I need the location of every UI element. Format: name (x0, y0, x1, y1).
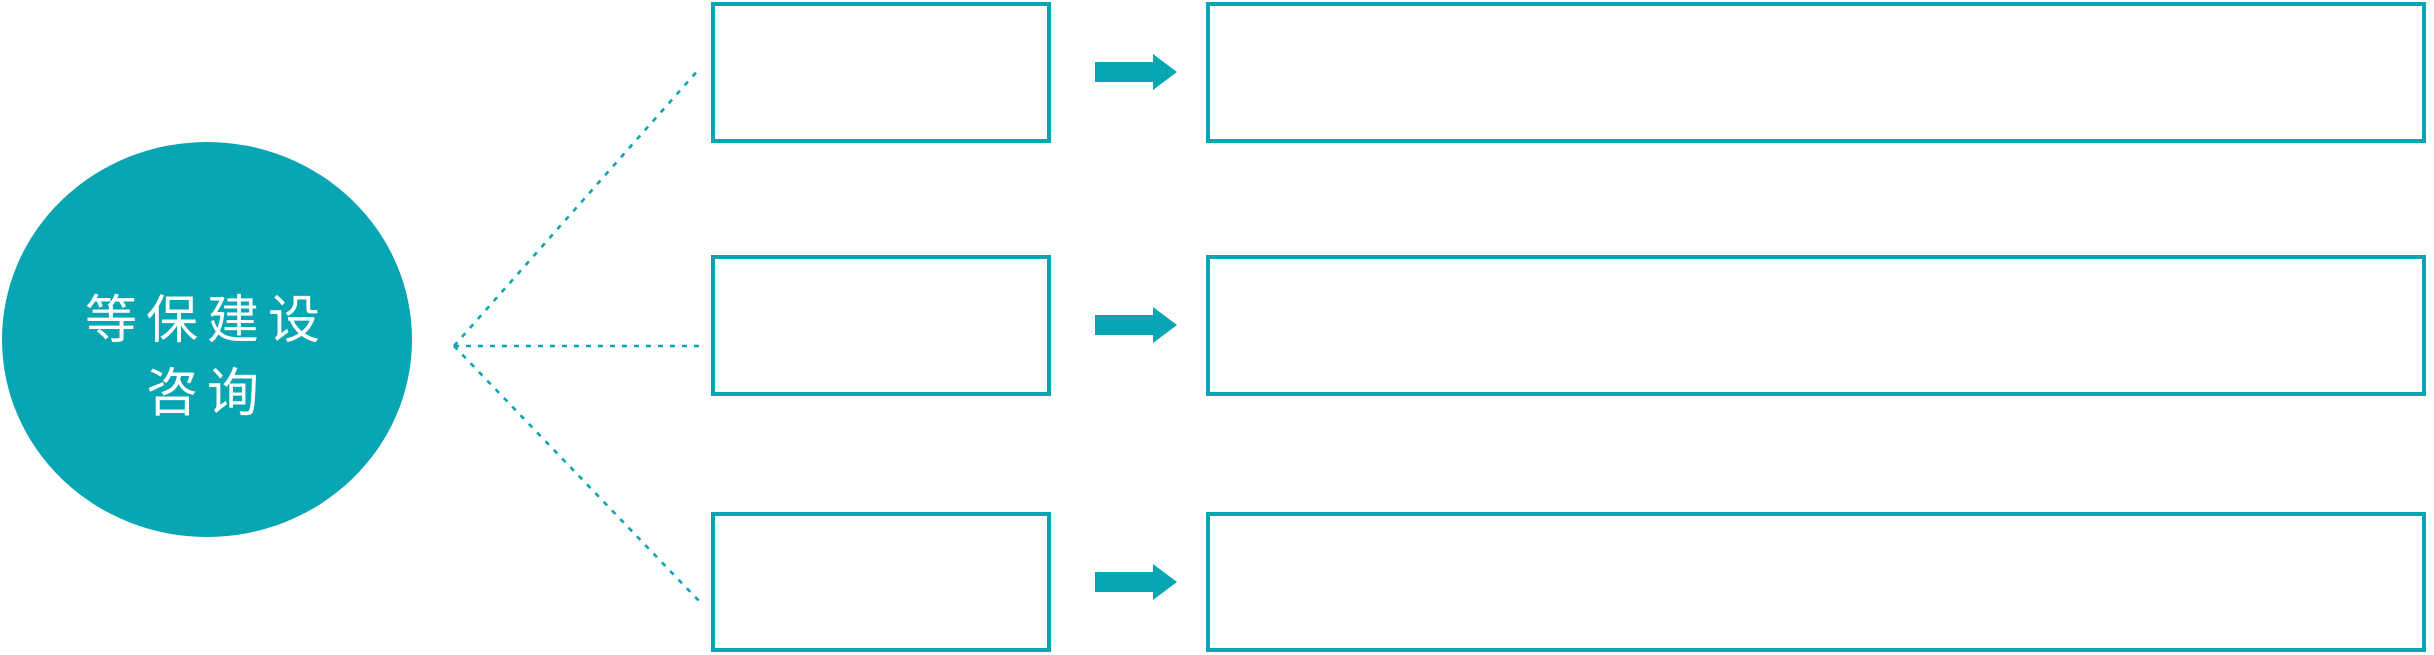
detail-box-bottom (1206, 512, 2426, 652)
arrow-head (1153, 564, 1177, 600)
arrow-shaft (1095, 62, 1153, 82)
stage-box-top (711, 2, 1051, 143)
arrow-head (1153, 54, 1177, 90)
stage-box-middle (711, 255, 1051, 396)
root-label-line2: 咨询 (145, 364, 268, 423)
connector-dotted-bottom (453, 345, 701, 603)
root-node-label: 等保建设 咨询 (85, 285, 329, 431)
arrow-shaft (1095, 315, 1153, 335)
arrow-shaft (1095, 572, 1153, 592)
connector-dotted-top (453, 67, 701, 347)
detail-box-top (1206, 2, 2426, 143)
right-arrow-icon (1095, 307, 1177, 343)
detail-box-middle (1206, 255, 2426, 396)
root-node-circle: 等保建设 咨询 (2, 142, 412, 537)
right-arrow-icon (1095, 564, 1177, 600)
arrow-head (1153, 307, 1177, 343)
right-arrow-icon (1095, 54, 1177, 90)
root-label-line1: 等保建设 (84, 291, 329, 350)
stage-box-bottom (711, 512, 1051, 652)
